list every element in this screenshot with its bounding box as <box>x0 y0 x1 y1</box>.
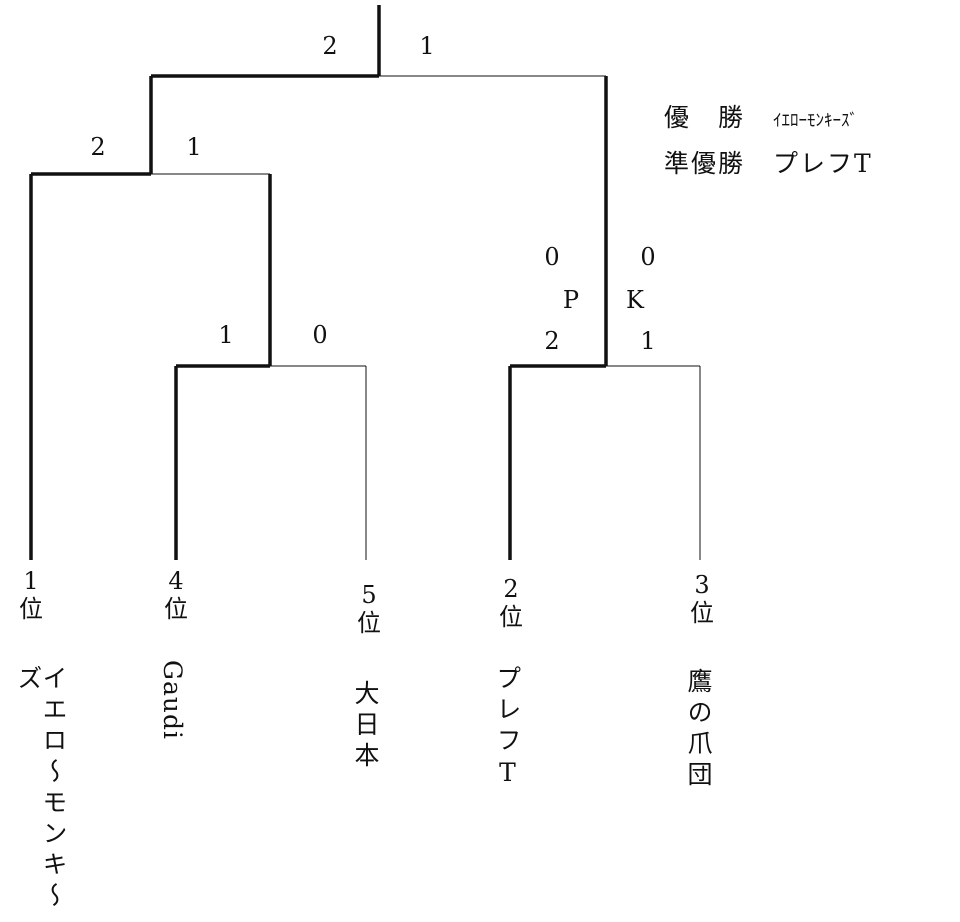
team5-rank-number: 5 <box>361 581 377 609</box>
runner-up-label: 準優勝 <box>664 149 746 178</box>
team2-rank-suffix: 位 <box>499 602 523 631</box>
team5-rank-suffix: 位 <box>357 608 381 637</box>
winner-line: 優 勝 ｲｴﾛｰﾓﾝｷｰｽﾞ <box>664 98 858 134</box>
match-b-score-right: 1 <box>640 327 656 355</box>
team4-rank-suffix: 位 <box>164 594 188 623</box>
team4-rank: 4 位 <box>156 567 196 623</box>
team1-name: イエロ～モンキ～ズ <box>14 665 68 913</box>
team2-rank: 2 位 <box>491 575 531 631</box>
team3-rank-number: 3 <box>694 571 710 599</box>
final-score-right: 1 <box>419 32 435 60</box>
winner-label: 優 勝 <box>664 103 746 132</box>
match-b-regular-right: 0 <box>640 243 656 271</box>
team2-rank-number: 2 <box>503 575 519 603</box>
match-a-score-left: 1 <box>218 321 234 349</box>
team1-rank-number: 1 <box>23 567 39 595</box>
team5-name: 大日本 <box>351 680 380 773</box>
semi-score-right: 1 <box>186 133 202 161</box>
team3-name: 鷹の爪団 <box>684 668 713 792</box>
team1-rank-suffix: 位 <box>19 594 43 623</box>
team4-name: Gaudi <box>158 660 187 740</box>
team2-name: プレフT <box>493 665 522 793</box>
semi-score-left: 2 <box>90 133 106 161</box>
match-a-score-right: 0 <box>312 321 328 349</box>
match-b-score-left: 2 <box>544 327 560 355</box>
runner-up-line: 準優勝 プレフT <box>664 144 873 180</box>
team4-rank-number: 4 <box>168 567 184 595</box>
match-b-pk-k: K <box>626 286 644 314</box>
team1-rank: 1 位 <box>11 567 51 623</box>
final-score-left: 2 <box>322 32 338 60</box>
team3-rank-suffix: 位 <box>690 598 714 627</box>
team3-rank: 3 位 <box>682 571 722 627</box>
team5-rank: 5 位 <box>349 581 389 637</box>
match-b-pk-p: P <box>562 286 580 314</box>
runner-up-name: プレフT <box>772 149 873 178</box>
winner-name: ｲｴﾛｰﾓﾝｷｰｽﾞ <box>772 111 858 131</box>
match-b-regular-left: 0 <box>544 243 560 271</box>
